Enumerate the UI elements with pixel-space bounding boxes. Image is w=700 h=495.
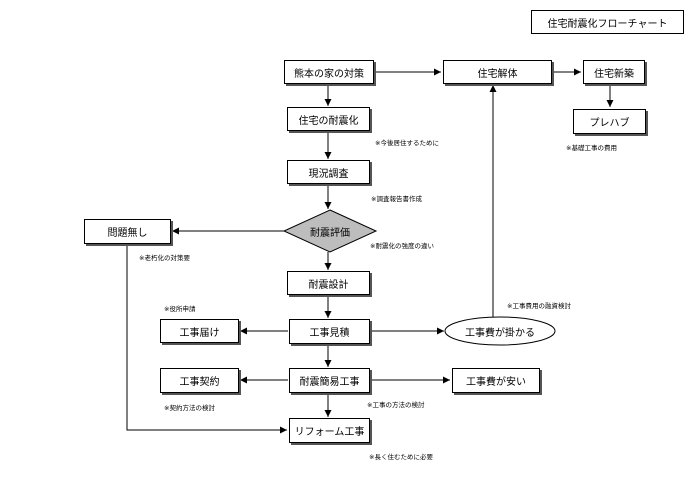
connector-mondai-reform [126,244,287,434]
node-reform: リフォーム工事 [289,418,370,443]
ellipse-shape [444,316,556,346]
node-kouji-mitsumori: 工事見積 [289,319,370,344]
note-yuushi: ※工事費用の融資検討 [507,302,571,310]
node-prefab: プレハブ [573,109,646,134]
diamond-shape [282,209,378,253]
node-taishinka: 住宅の耐震化 [287,107,370,131]
node-kouji-todoke: 工事届け [160,319,239,343]
note-yakusho: ※役所申請 [164,305,196,313]
note-kiso: ※基礎工事の費用 [566,144,617,152]
note-houhou: ※工事の方法の検討 [367,401,425,409]
note-kyoudo: ※耐震化の強度の違い [370,242,434,250]
node-koujihi-kakaru: 工事費が掛かる [465,327,535,339]
note-nagaku: ※長く住むために必要 [369,453,433,461]
flowchart-title: 住宅耐震化フローチャート [531,10,684,34]
node-jutaku-shinchiku: 住宅新築 [583,60,645,84]
node-kumamoto: 熊本の家の対策 [284,60,374,84]
node-kouji-keiyaku: 工事契約 [160,368,239,393]
note-rouka: ※老朽化の対策要 [139,254,190,262]
node-jutaku-kaitai: 住宅解体 [443,60,552,84]
node-koujihi-yasui: 工事費が安い [452,368,540,393]
note-kongo: ※今後居住するために [375,139,439,147]
note-chousa-houkoku: ※調査報告書作成 [371,195,422,203]
node-taishin-sekkei: 耐震設計 [287,271,370,295]
node-taishin-hyouka: 耐震評価 [310,227,350,239]
node-mondai-nashi: 問題無し [84,219,171,244]
note-keiyaku: ※契約方法の検討 [164,404,215,412]
node-taishin-kan-i: 耐震簡易工事 [289,368,370,393]
node-genkyou-chousa: 現況調査 [287,160,370,184]
